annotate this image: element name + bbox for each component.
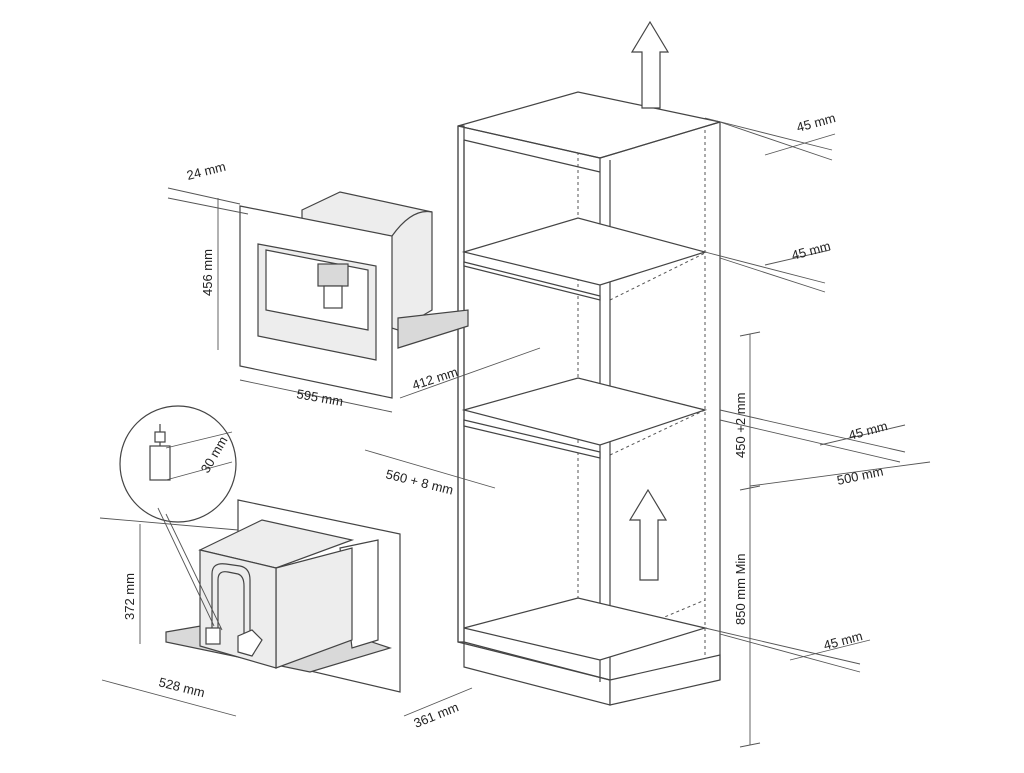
niche-depth-dimension: 560 + 8 mm — [364, 449, 496, 498]
dim-line — [719, 409, 906, 453]
machine-width-label: 595 mm — [295, 386, 344, 409]
airflow-up-arrow-top-icon — [630, 20, 670, 109]
coffee-machine-rear-view: 30 mm 372 mm 528 mm 361 mm — [99, 405, 473, 731]
vent-middle-label: 45 mm — [847, 418, 889, 443]
dim-line — [789, 639, 871, 661]
airflow-up-arrow-bottom-icon — [628, 488, 668, 581]
dim-line — [167, 187, 241, 205]
dim-line — [704, 117, 833, 151]
cabinet-depth-label: 500 mm — [836, 463, 885, 487]
dim-tick — [739, 742, 761, 748]
edge — [457, 125, 601, 159]
dispenser-spout — [323, 285, 343, 309]
dim-line — [719, 257, 826, 293]
water-hose — [211, 563, 251, 632]
edge — [457, 641, 611, 681]
dim-line — [704, 627, 861, 665]
edge — [463, 139, 601, 173]
lower-depth-label: 361 mm — [412, 699, 461, 731]
dim-line — [819, 424, 906, 446]
callout-leader — [157, 507, 215, 627]
shelf-bottom — [463, 597, 708, 661]
vent-bottom-label: 45 mm — [822, 628, 864, 653]
dim-line — [399, 347, 541, 399]
dim-tick — [739, 331, 761, 337]
vent-top-label: 45 mm — [795, 110, 837, 135]
dim-line — [101, 679, 237, 717]
edge — [599, 121, 721, 159]
hidden-edge — [609, 599, 706, 641]
machine-base — [397, 309, 469, 349]
dim-line — [764, 133, 836, 156]
power-plug-icon — [237, 629, 263, 657]
vent-dimensions: 45 mm 45 mm 45 mm 500 mm 45 mm 450 +2 mm… — [704, 110, 931, 748]
dim-line — [704, 251, 826, 284]
callout-leader — [165, 513, 223, 631]
machine-height-label: 456 mm — [200, 249, 215, 296]
plug-detail-callout — [119, 405, 237, 523]
shelf-middle — [461, 377, 708, 446]
dim-tick — [739, 485, 761, 491]
dispenser-icon — [317, 263, 349, 287]
dim-line — [764, 249, 831, 266]
niche-depth-label: 560 + 8 mm — [384, 466, 455, 497]
niche-height-label: 450 +2 mm — [733, 393, 748, 458]
tall-cabinet — [457, 20, 721, 706]
dim-line — [719, 633, 861, 673]
machine-top-depth-label: 24 mm — [185, 159, 227, 183]
cabinet-plinth-side — [609, 654, 721, 706]
vent-upper-label: 45 mm — [790, 238, 832, 263]
dim-line — [165, 461, 233, 481]
plug-icon — [205, 627, 221, 645]
plug-detail-connector — [154, 431, 166, 443]
dim-line — [99, 517, 239, 531]
cabinet-left-side — [457, 125, 465, 643]
dim-line — [719, 121, 833, 161]
floor-clearance-label: 850 mm Min — [733, 553, 748, 625]
dim-line — [167, 197, 249, 215]
dim-line — [749, 461, 931, 487]
dim-line — [403, 687, 473, 717]
dim-line — [239, 379, 393, 413]
coffee-machine-front-view: 24 mm 456 mm 595 mm 412 mm — [167, 159, 541, 413]
lower-height-label: 372 mm — [122, 573, 137, 620]
dim-line — [165, 431, 233, 449]
water-hose-inner — [217, 571, 245, 634]
dim-line — [364, 449, 496, 489]
machine-top-curve — [391, 210, 433, 237]
plug-detail-icon — [149, 445, 171, 481]
machine-depth-label: 412 mm — [410, 364, 459, 393]
shelf-upper-front — [463, 261, 601, 301]
shelf-middle-front — [463, 419, 601, 459]
